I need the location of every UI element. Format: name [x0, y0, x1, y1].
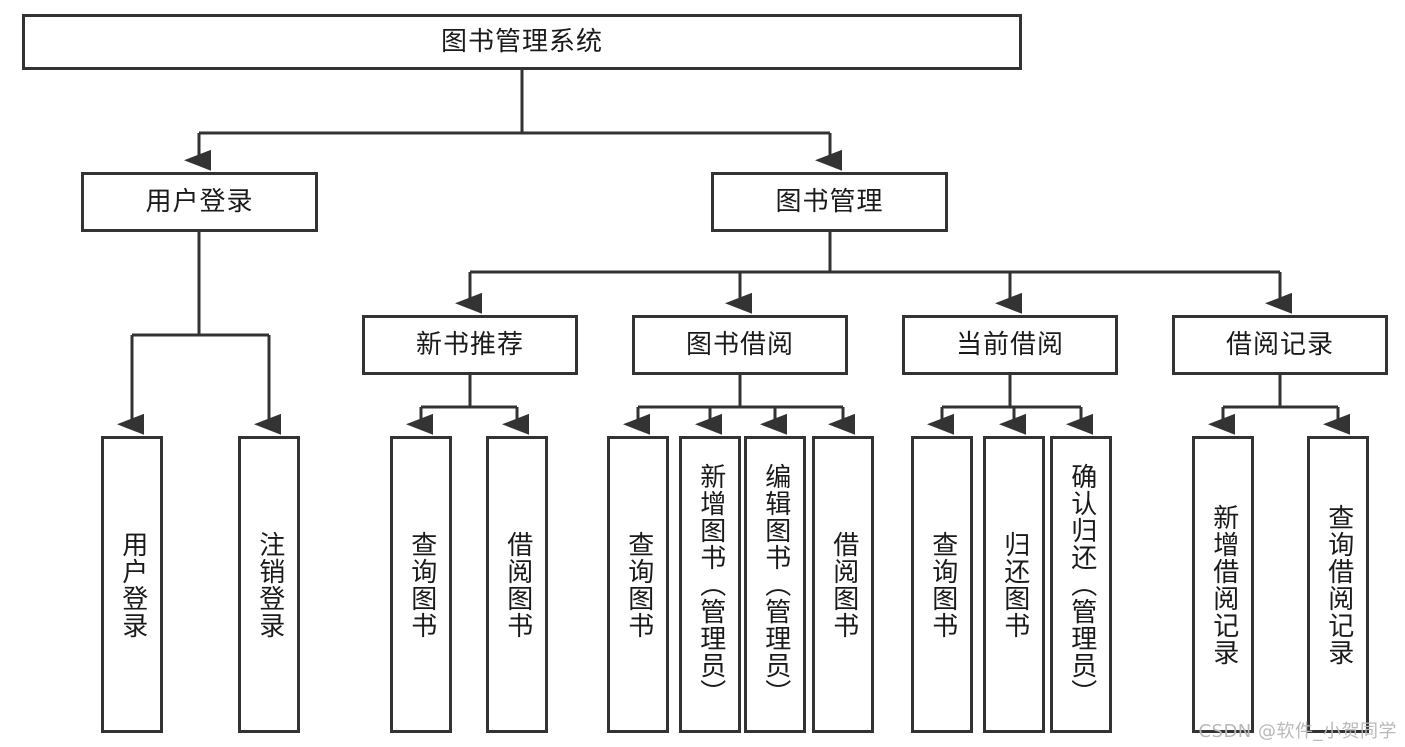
node-user-login-do[interactable]: 用户登录	[101, 436, 163, 733]
node-current-borrow[interactable]: 当前借阅	[902, 315, 1118, 375]
node-new-book-recommend[interactable]: 新书推荐	[362, 315, 578, 375]
node-borrow-book-2-label: 借阅图书	[828, 530, 859, 639]
node-user-logout-label: 注销登录	[254, 530, 285, 639]
node-query-book-2-label: 查询图书	[623, 530, 654, 639]
node-query-borrow-record[interactable]: 查询借阅记录	[1307, 436, 1369, 733]
node-query-book-3[interactable]: 查询图书	[911, 436, 973, 733]
node-user-login[interactable]: 用户登录	[81, 172, 318, 232]
node-user-logout[interactable]: 注销登录	[238, 436, 300, 733]
node-book-manage[interactable]: 图书管理	[711, 172, 948, 232]
node-user-login-do-label: 用户登录	[117, 530, 148, 639]
node-confirm-return-admin[interactable]: 确认归还（管理员）	[1050, 436, 1112, 733]
node-add-book-admin[interactable]: 新增图书（管理员）	[679, 436, 741, 733]
node-borrow-book-2[interactable]: 借阅图书	[812, 436, 874, 733]
node-current-borrow-label: 当前借阅	[955, 330, 1064, 360]
node-borrow-record[interactable]: 借阅记录	[1172, 315, 1388, 375]
node-borrow-book-1[interactable]: 借阅图书	[486, 436, 548, 733]
node-edit-book-admin[interactable]: 编辑图书（管理员）	[744, 436, 806, 733]
node-add-borrow-record-label: 新增借阅记录	[1208, 503, 1239, 666]
node-return-book-label: 归还图书	[999, 530, 1030, 639]
node-book-manage-label: 图书管理	[775, 187, 884, 217]
node-root[interactable]: 图书管理系统	[22, 14, 1022, 70]
node-book-borrow-label: 图书借阅	[685, 330, 794, 360]
node-query-book-1[interactable]: 查询图书	[390, 436, 452, 733]
node-return-book[interactable]: 归还图书	[983, 436, 1045, 733]
node-query-book-3-label: 查询图书	[927, 530, 958, 639]
node-confirm-return-admin-label: 确认归还（管理员）	[1066, 463, 1097, 706]
node-query-book-2[interactable]: 查询图书	[607, 436, 669, 733]
node-add-borrow-record[interactable]: 新增借阅记录	[1192, 436, 1254, 733]
watermark-text: CSDN @软件_小贺同学	[1198, 721, 1397, 742]
node-book-borrow[interactable]: 图书借阅	[632, 315, 848, 375]
node-root-label: 图书管理系统	[440, 27, 603, 57]
node-new-book-recommend-label: 新书推荐	[415, 330, 524, 360]
node-edit-book-admin-label: 编辑图书（管理员）	[760, 463, 791, 706]
node-add-book-admin-label: 新增图书（管理员）	[695, 463, 726, 706]
node-query-borrow-record-label: 查询借阅记录	[1323, 503, 1354, 666]
node-borrow-book-1-label: 借阅图书	[502, 530, 533, 639]
node-borrow-record-label: 借阅记录	[1225, 330, 1334, 360]
node-user-login-label: 用户登录	[145, 187, 254, 217]
node-query-book-1-label: 查询图书	[406, 530, 437, 639]
